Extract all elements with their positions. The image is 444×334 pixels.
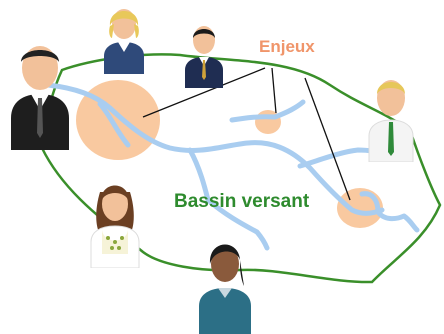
person-woman-teal-icon [199, 244, 251, 334]
river-main [45, 82, 385, 216]
pointer-line-small [271, 67, 277, 114]
watershed-label: Bassin versant [174, 191, 310, 212]
person-businessman-icon [11, 46, 69, 150]
person-man-green-tie-icon [368, 80, 414, 162]
river-tributary-southwest [187, 147, 270, 251]
river-tributary-west [97, 101, 131, 148]
stakes-label: Enjeux [259, 37, 315, 56]
pointer-line-right [304, 77, 351, 201]
person-woman-brunette-icon [90, 185, 140, 268]
stake-pointers [142, 67, 351, 201]
watershed-boundary [40, 53, 442, 284]
stake-zone-large [76, 80, 160, 160]
pointer-line-large [142, 67, 266, 118]
person-woman-blonde-icon [104, 9, 144, 74]
river-tributary-north [229, 99, 306, 123]
river-tributary-east [359, 191, 420, 233]
person-man-navy-icon [185, 26, 223, 88]
